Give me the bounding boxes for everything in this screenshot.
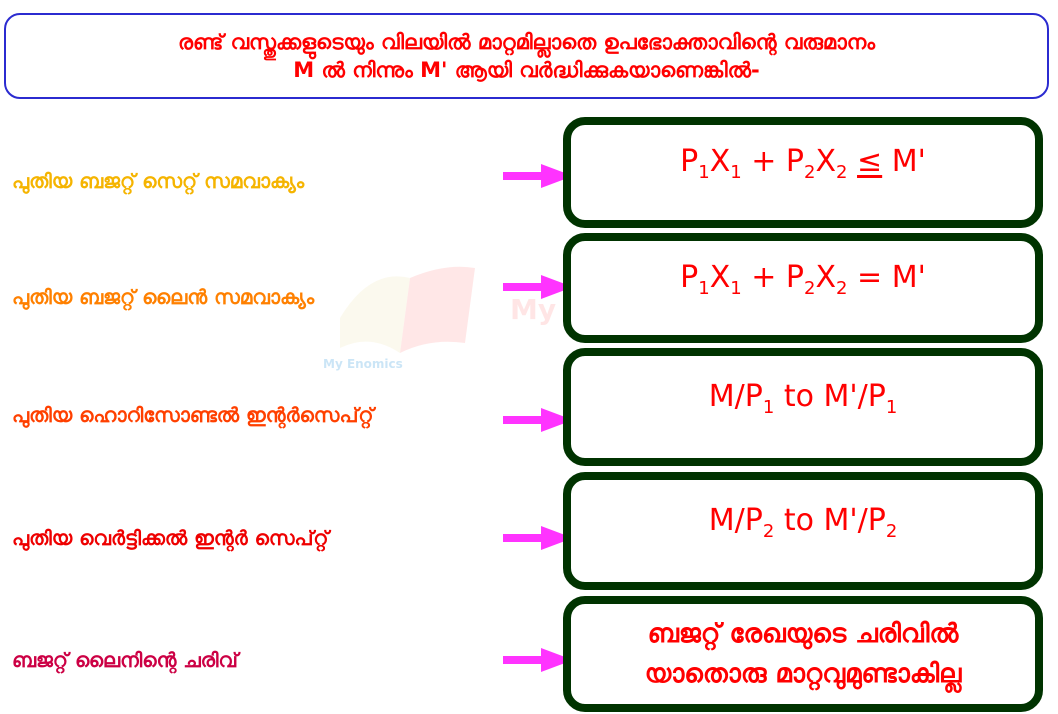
budget-set-equation: P1X1 + P2X2 ≤ M' bbox=[680, 144, 926, 183]
arrow-right-icon bbox=[503, 526, 573, 550]
answer-box-budget-line: P1X1 + P2X2 = M' bbox=[563, 233, 1043, 343]
row-label-budget-set-equation: പുതിയ ബജറ്റ് സെറ്റ് സമവാക്യം bbox=[12, 169, 305, 193]
answer-box-slope: ബജറ്റ് രേഖയുടെ ചരിവിൽ യാതൊരു മാറ്റവുമുണ്… bbox=[563, 596, 1043, 712]
arrow-right-icon bbox=[503, 275, 573, 299]
answer-box-vertical-intercept: M/P2 to M'/P2 bbox=[563, 472, 1043, 590]
answer-box-budget-set: P1X1 + P2X2 ≤ M' bbox=[563, 117, 1043, 228]
row-label-vertical-intercept: പുതിയ വെർട്ടിക്കൽ ഇന്റർ സെപ്റ്റ് bbox=[12, 526, 329, 550]
horizontal-intercept-value: M/P1 to M'/P1 bbox=[708, 378, 898, 418]
budget-line-equation: P1X1 + P2X2 = M' bbox=[680, 259, 926, 299]
row-label-budget-line-slope: ബജറ്റ് ലൈനിന്റെ ചരിവ് bbox=[12, 648, 238, 672]
arrow-right-icon bbox=[503, 648, 573, 672]
title-line-2: M ൽ നിന്നും M' ആയി വർദ്ധിക്കുകയാണെങ്കിൽ- bbox=[293, 58, 760, 82]
watermark-book-icon bbox=[340, 266, 475, 353]
slope-answer-line-2: യാതൊരു മാറ്റവുമുണ്ടാകില്ല bbox=[644, 659, 962, 689]
watermark-small-text: My Enomics bbox=[323, 357, 403, 371]
row-label-horizontal-intercept: പുതിയ ഹൊറിസോണ്ടൽ ഇന്റർസെപ്റ്റ് bbox=[12, 403, 374, 427]
row-label-budget-line-equation: പുതിയ ബജറ്റ് ലൈൻ സമവാക്യം bbox=[12, 285, 315, 309]
arrow-right-icon bbox=[503, 164, 573, 188]
vertical-intercept-value: M/P2 to M'/P2 bbox=[708, 502, 898, 542]
arrow-right-icon bbox=[503, 408, 573, 432]
answer-box-horizontal-intercept: M/P1 to M'/P1 bbox=[563, 348, 1043, 466]
slope-answer-line-1: ബജറ്റ് രേഖയുടെ ചരിവിൽ bbox=[647, 619, 959, 649]
title-line-1: രണ്ട് വസ്തുക്കളുടെയും വിലയിൽ മാറ്റമില്ലാ… bbox=[177, 30, 876, 54]
title-box: രണ്ട് വസ്തുക്കളുടെയും വിലയിൽ മാറ്റമില്ലാ… bbox=[4, 13, 1049, 99]
